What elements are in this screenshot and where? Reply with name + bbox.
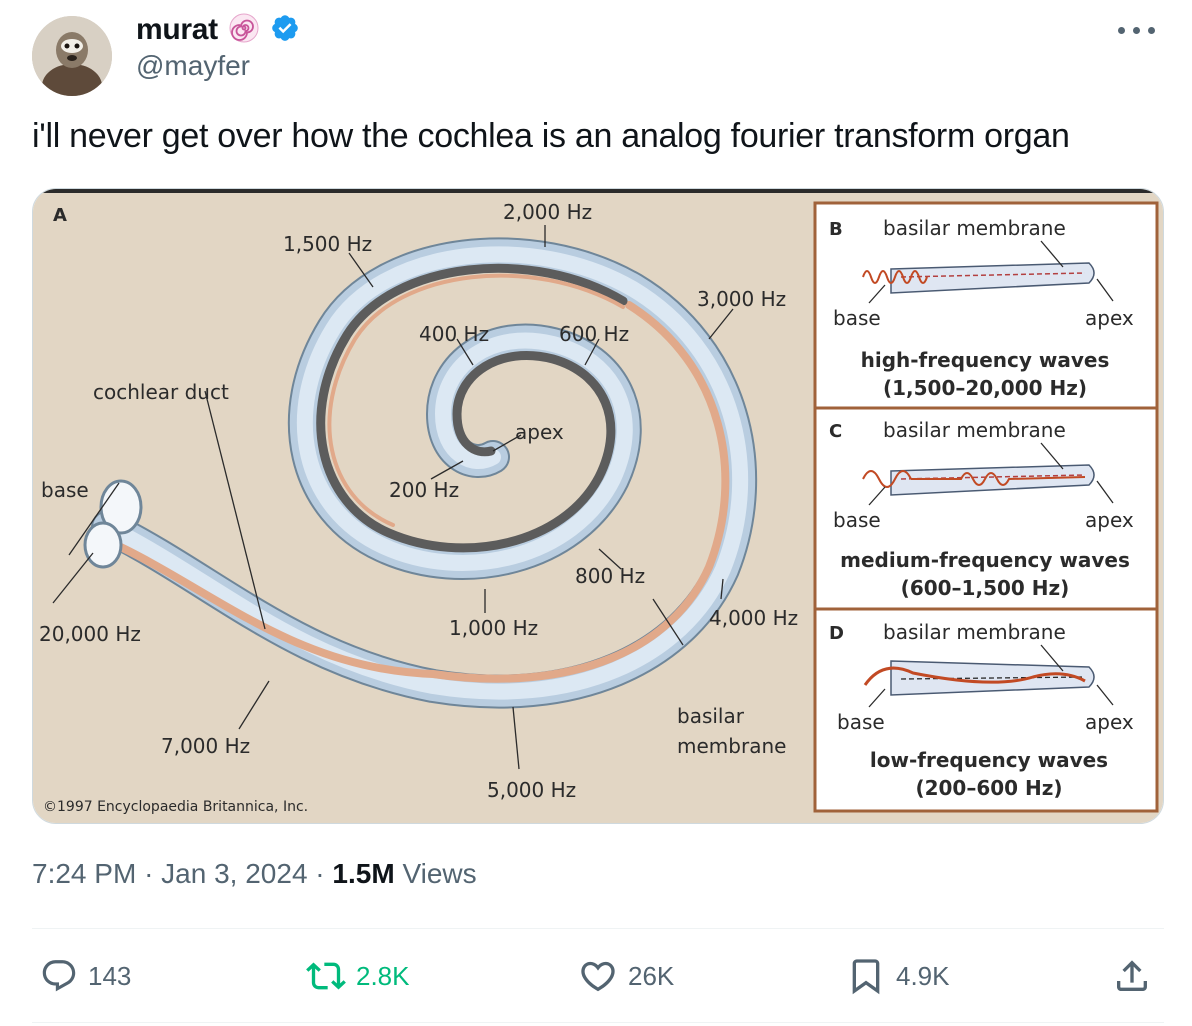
bookmark-count: 4.9K — [896, 960, 950, 991]
meta-separator: · — [315, 858, 333, 889]
bookmark-button[interactable]: 4.9K — [846, 952, 950, 1000]
bookmark-icon — [852, 959, 880, 995]
freq-label-800: 800 Hz — [575, 564, 645, 588]
freq-label-1000: 1,000 Hz — [449, 616, 538, 640]
repost-button[interactable]: 2.8K — [306, 952, 410, 1000]
panel-c-base: base — [833, 508, 881, 532]
tweet-text: i'll never get over how the cochlea is a… — [32, 117, 1070, 155]
heart-icon — [581, 961, 615, 992]
panel-c-membrane: basilar membrane — [883, 418, 1066, 442]
panel-c-letter: C — [829, 421, 842, 442]
panel-b-apex: apex — [1085, 306, 1134, 330]
verified-badge-icon[interactable] — [270, 13, 300, 48]
panel-d-caption: low-frequency waves — [870, 748, 1108, 772]
tweet-date[interactable]: Jan 3, 2024 — [161, 858, 308, 889]
views-label: Views — [402, 858, 477, 889]
share-button[interactable] — [1112, 952, 1152, 1000]
panel-d-apex: apex — [1085, 710, 1134, 734]
divider — [32, 1022, 1164, 1023]
basilar-label-1: basilar — [677, 704, 745, 728]
freq-label-600: 600 Hz — [559, 322, 629, 346]
panel-a-letter: A — [53, 205, 67, 226]
freq-label-7000: 7,000 Hz — [161, 734, 250, 758]
like-count: 26K — [628, 960, 675, 991]
more-options-icon[interactable] — [1108, 20, 1164, 40]
repost-icon — [306, 962, 346, 990]
freq-label-400: 400 Hz — [419, 322, 489, 346]
basilar-label-2: membrane — [677, 734, 786, 758]
tweet-media-image[interactable]: A 2,000 Hz 1,500 Hz 3,000 Hz 400 Hz 600 … — [32, 188, 1164, 824]
panel-d-membrane: basilar membrane — [883, 620, 1066, 644]
cochlea-diagram: A 2,000 Hz 1,500 Hz 3,000 Hz 400 Hz 600 … — [33, 189, 1163, 823]
panel-b-range: (1,500–20,000 Hz) — [883, 376, 1087, 400]
tweet-meta: 7:24 PM · Jan 3, 2024 · 1.5M Views — [32, 858, 477, 890]
views-count: 1.5M — [332, 858, 395, 889]
panel-d-range: (200–600 Hz) — [915, 776, 1062, 800]
share-icon — [1117, 960, 1147, 991]
panel-d-base: base — [837, 710, 885, 734]
freq-label-3000: 3,000 Hz — [697, 287, 786, 311]
freq-label-apex: apex — [515, 420, 564, 444]
reply-count: 143 — [88, 960, 132, 991]
divider — [32, 928, 1164, 929]
freq-label-2000: 2,000 Hz — [503, 200, 592, 224]
avatar[interactable] — [32, 16, 112, 96]
reply-icon — [42, 960, 76, 992]
meta-separator: · — [144, 858, 162, 889]
freq-label-4000: 4,000 Hz — [709, 606, 798, 630]
copyright-label: ©1997 Encyclopaedia Britannica, Inc. — [43, 799, 308, 815]
panel-c-range: (600–1,500 Hz) — [901, 576, 1070, 600]
like-button[interactable]: 26K — [578, 952, 674, 1000]
tweet-time[interactable]: 7:24 PM — [32, 858, 137, 889]
spiral-emoji-icon — [228, 12, 260, 49]
panel-b-membrane: basilar membrane — [883, 216, 1066, 240]
freq-label-20000: 20,000 Hz — [39, 622, 141, 646]
base-label: base — [41, 478, 89, 502]
reply-button[interactable]: 143 — [40, 952, 131, 1000]
author-display-name[interactable]: murat — [136, 13, 218, 46]
panel-c-apex: apex — [1085, 508, 1134, 532]
panel-b-caption: high-frequency waves — [861, 348, 1110, 372]
panel-b-base: base — [833, 306, 881, 330]
panel-d-letter: D — [829, 623, 844, 644]
freq-label-200: 200 Hz — [389, 478, 459, 502]
freq-label-5000: 5,000 Hz — [487, 778, 576, 802]
panel-b-letter: B — [829, 219, 843, 240]
author-handle[interactable]: @mayfer — [136, 50, 250, 81]
cochlear-duct-label: cochlear duct — [93, 380, 229, 404]
panel-c-caption: medium-frequency waves — [840, 548, 1130, 572]
avatar-image — [32, 16, 112, 96]
repost-count: 2.8K — [356, 960, 410, 991]
freq-label-1500: 1,500 Hz — [283, 232, 372, 256]
